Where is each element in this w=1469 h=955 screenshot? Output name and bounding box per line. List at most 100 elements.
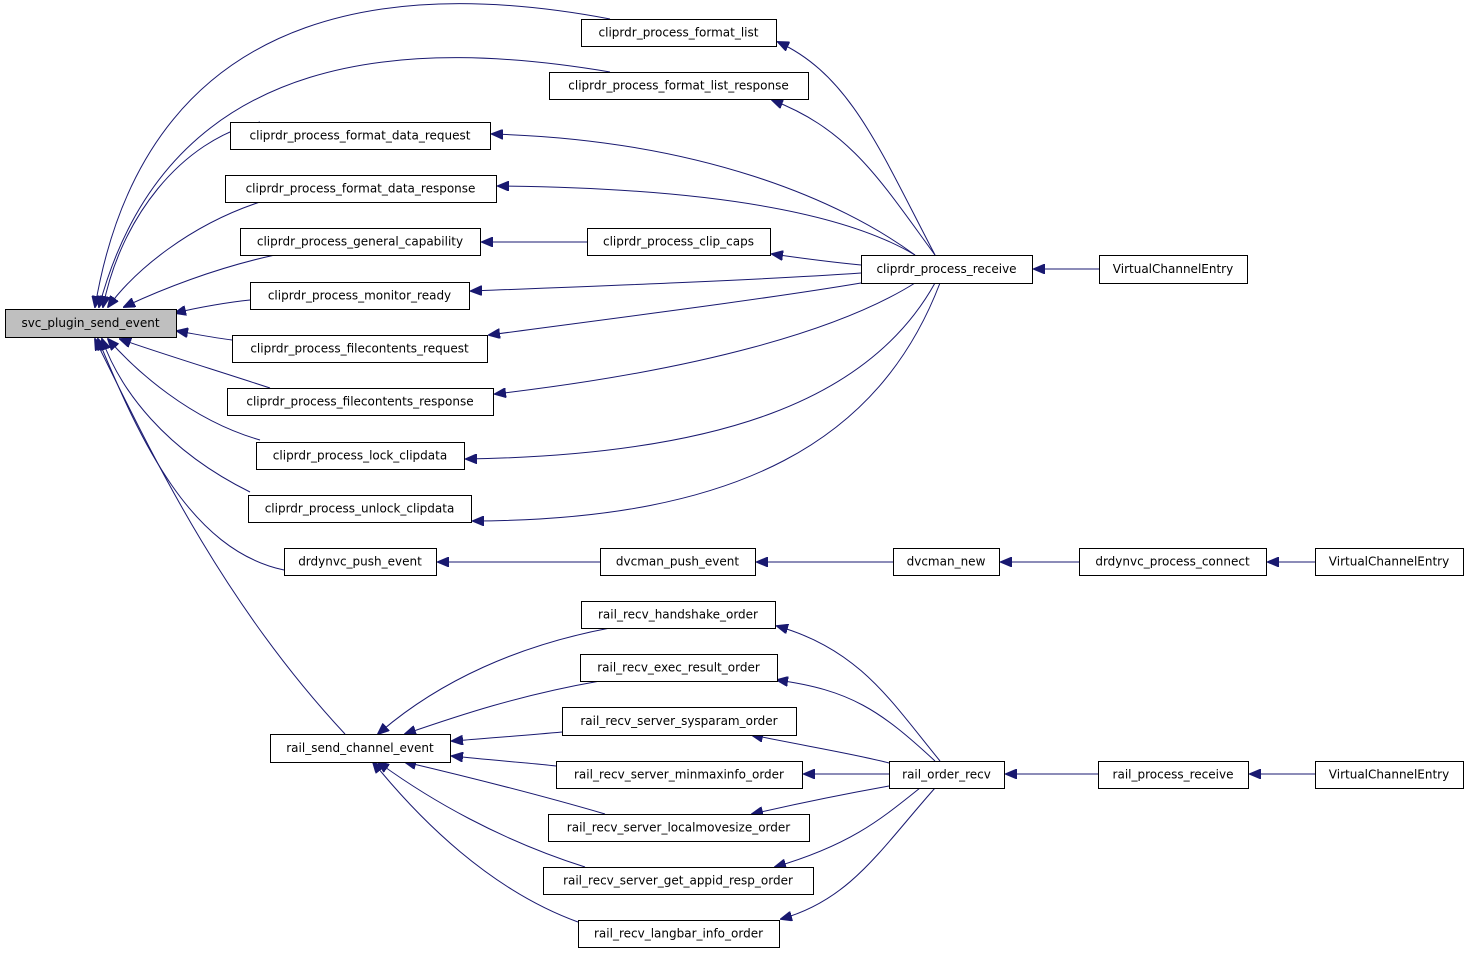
node-rail-recv-server-get-appid-resp-order[interactable]: rail_recv_server_get_appid_resp_order (543, 867, 814, 895)
edge-rail_recv_handshake_order-to-rail_send_channel_event (378, 627, 611, 734)
node-cliprdr-process-receive[interactable]: cliprdr_process_receive (861, 255, 1033, 284)
node-cliprdr-process-unlock-clipdata[interactable]: cliprdr_process_unlock_clipdata (248, 495, 472, 523)
node-box[interactable] (248, 495, 472, 523)
node-cliprdr-process-monitor-ready[interactable]: cliprdr_process_monitor_ready (250, 282, 470, 310)
node-box[interactable] (581, 601, 776, 629)
node-box[interactable] (232, 335, 488, 363)
node-box[interactable] (556, 761, 803, 789)
edge-rail_order_recv-to-rail_recv_server_localmovesize_order (752, 785, 890, 814)
node-box[interactable] (889, 761, 1005, 789)
node-cliprdr-process-format-list[interactable]: cliprdr_process_format_list (581, 19, 777, 47)
edge-line (471, 272, 862, 291)
node-cliprdr-process-filecontents-response[interactable]: cliprdr_process_filecontents_response (227, 388, 494, 416)
node-cliprdr-process-general-capability[interactable]: cliprdr_process_general_capability (240, 228, 481, 256)
node-box[interactable] (5, 309, 177, 338)
node-box[interactable] (227, 388, 494, 416)
node-label: drdynvc_push_event (298, 555, 422, 569)
node-box[interactable] (1098, 761, 1249, 789)
edge-rail_recv_server_localmovesize_order-to-rail_send_channel_event (405, 762, 606, 815)
edge-rail_recv_server_minmaxinfo_order-to-rail_send_channel_event (452, 756, 557, 767)
node-label: cliprdr_process_format_list (599, 26, 759, 40)
node-rail-recv-server-minmaxinfo-order[interactable]: rail_recv_server_minmaxinfo_order (556, 761, 803, 789)
node-box[interactable] (543, 867, 814, 895)
node-label: cliprdr_process_monitor_ready (268, 289, 451, 303)
node-dvcman-push-event[interactable]: dvcman_push_event (600, 548, 756, 576)
node-label: cliprdr_process_format_data_response (246, 182, 476, 196)
edge-cliprdr_process_receive-to-cliprdr_process_filecontents_response (495, 282, 916, 394)
node-rail-recv-langbar-info-order[interactable]: rail_recv_langbar_info_order (578, 920, 780, 948)
edge-cliprdr_process_format_list_response-to-svc_plugin_send_event (99, 57, 611, 307)
node-box[interactable] (578, 920, 780, 948)
node-label: drdynvc_process_connect (1095, 555, 1250, 569)
node-label: cliprdr_process_format_data_request (250, 129, 471, 143)
node-box[interactable] (256, 442, 465, 470)
edge-line (175, 299, 251, 313)
node-rail-recv-exec-result-order[interactable]: rail_recv_exec_result_order (580, 654, 778, 682)
node-cliprdr-process-format-list-response[interactable]: cliprdr_process_format_list_response (549, 72, 809, 100)
node-label: cliprdr_process_unlock_clipdata (265, 502, 455, 516)
node-cliprdr-process-clip-caps[interactable]: cliprdr_process_clip_caps (587, 228, 771, 256)
node-label: cliprdr_process_receive (876, 262, 1016, 276)
node-box[interactable] (250, 282, 470, 310)
node-virtualchannelentry-1[interactable]: VirtualChannelEntry (1099, 255, 1248, 284)
node-drdynvc-push-event[interactable]: drdynvc_push_event (284, 548, 437, 576)
node-label: svc_plugin_send_event (21, 316, 159, 330)
node-label: rail_order_recv (902, 768, 991, 782)
edge-cliprdr_process_receive-to-cliprdr_process_monitor_ready (471, 272, 862, 291)
node-box[interactable] (1315, 548, 1464, 576)
edge-rail_recv_exec_result_order-to-rail_send_channel_event (405, 680, 601, 734)
edge-cliprdr_process_filecontents_response-to-svc_plugin_send_event (120, 339, 271, 389)
node-box[interactable] (270, 734, 451, 763)
node-label: rail_recv_server_get_appid_resp_order (563, 874, 793, 888)
node-drdynvc-process-connect[interactable]: drdynvc_process_connect (1079, 548, 1267, 576)
edge-line (777, 626, 941, 762)
node-box[interactable] (600, 548, 756, 576)
edge-cliprdr_process_general_capability-to-svc_plugin_send_event (124, 254, 276, 307)
edge-cliprdr_process_receive-to-cliprdr_process_format_data_request (492, 134, 916, 256)
edge-line (495, 282, 916, 394)
node-box[interactable] (1079, 548, 1267, 576)
node-rail-recv-server-localmovesize-order[interactable]: rail_recv_server_localmovesize_order (548, 814, 810, 842)
node-box[interactable] (587, 228, 771, 256)
node-box[interactable] (225, 175, 497, 203)
node-svc-plugin-send-event[interactable]: svc_plugin_send_event (5, 309, 177, 338)
node-rail-order-recv[interactable]: rail_order_recv (889, 761, 1005, 789)
edge-line (498, 186, 916, 256)
edge-cliprdr_process_unlock_clipdata-to-svc_plugin_send_event (102, 339, 251, 493)
node-cliprdr-process-filecontents-request[interactable]: cliprdr_process_filecontents_request (232, 335, 488, 363)
node-label: rail_recv_handshake_order (598, 608, 758, 622)
node-dvcman-new[interactable]: dvcman_new (893, 548, 1000, 576)
node-rail-recv-handshake-order[interactable]: rail_recv_handshake_order (581, 601, 776, 629)
edge-line (378, 627, 611, 734)
node-virtualchannelentry-3[interactable]: VirtualChannelEntry (1315, 761, 1464, 789)
node-box[interactable] (893, 548, 1000, 576)
edge-line (108, 201, 261, 307)
node-cliprdr-process-format-data-response[interactable]: cliprdr_process_format_data_response (225, 175, 497, 203)
node-box[interactable] (1099, 255, 1248, 284)
node-box[interactable] (284, 548, 437, 576)
node-rail-process-receive[interactable]: rail_process_receive (1098, 761, 1249, 789)
node-label: cliprdr_process_format_list_response (568, 79, 788, 93)
edge-rail_send_channel_event-to-svc_plugin_send_event (95, 339, 346, 735)
node-box[interactable] (548, 814, 810, 842)
node-box[interactable] (562, 707, 797, 736)
edge-cliprdr_process_monitor_ready-to-svc_plugin_send_event (175, 299, 251, 313)
node-label: rail_recv_server_localmovesize_order (567, 821, 791, 835)
edge-line (378, 762, 586, 868)
node-rail-send-channel-event[interactable]: rail_send_channel_event (270, 734, 451, 763)
node-box[interactable] (861, 255, 1033, 284)
node-label: rail_recv_langbar_info_order (594, 927, 763, 941)
node-box[interactable] (240, 228, 481, 256)
node-box[interactable] (580, 654, 778, 682)
node-label: cliprdr_process_lock_clipdata (273, 449, 447, 463)
node-box[interactable] (230, 122, 491, 150)
node-box[interactable] (549, 72, 809, 100)
node-virtualchannelentry-2[interactable]: VirtualChannelEntry (1315, 548, 1464, 576)
node-cliprdr-process-lock-clipdata[interactable]: cliprdr_process_lock_clipdata (256, 442, 465, 470)
node-cliprdr-process-format-data-request[interactable]: cliprdr_process_format_data_request (230, 122, 491, 150)
edge-line (772, 254, 862, 266)
node-box[interactable] (581, 19, 777, 47)
node-rail-recv-server-sysparam-order[interactable]: rail_recv_server_sysparam_order (562, 707, 797, 736)
node-box[interactable] (1315, 761, 1464, 789)
edge-rail_order_recv-to-rail_recv_exec_result_order (777, 680, 936, 762)
